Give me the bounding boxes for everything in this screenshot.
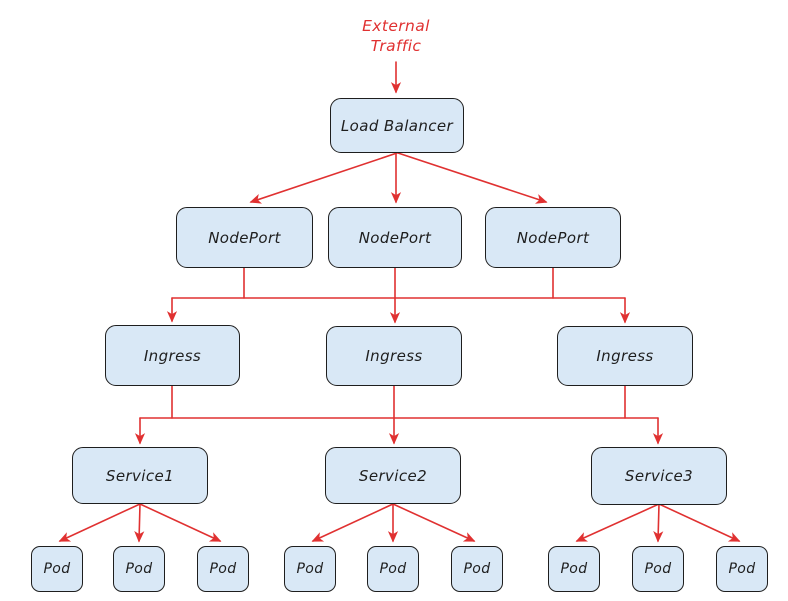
edges-nodeports-to-ingresses [166,267,631,324]
node-pod-4: Pod [284,546,336,592]
node-pod-7: Pod [548,546,600,592]
node-pod-7-label: Pod [560,561,588,577]
node-ingress-2: Ingress [326,326,462,386]
node-nodeport-2: NodePort [328,207,462,268]
edges-service2-to-pods [311,503,476,543]
external-traffic-line2: Traffic [370,37,422,55]
node-pod-9: Pod [716,546,768,592]
node-pod-3-label: Pod [209,561,237,577]
node-pod-8: Pod [632,546,684,592]
node-nodeport-3: NodePort [485,207,621,268]
external-traffic-label: External Traffic [330,16,462,56]
node-pod-5: Pod [367,546,419,592]
node-pod-6-label: Pod [463,561,491,577]
node-ingress-3: Ingress [557,326,693,386]
node-pod-9-label: Pod [728,561,756,577]
node-pod-6: Pod [451,546,503,592]
node-ingress-2-label: Ingress [365,347,423,365]
node-service-1-label: Service1 [105,466,175,485]
node-pod-8-label: Pod [644,561,672,577]
edges-ingresses-to-services [134,385,664,445]
node-service-2-label: Service2 [358,466,428,485]
node-ingress-3-label: Ingress [596,347,654,365]
edges-service1-to-pods [58,503,222,543]
node-nodeport-1-label: NodePort [208,228,281,247]
node-pod-4-label: Pod [296,561,324,577]
node-load-balancer-label: Load Balancer [340,116,454,135]
external-traffic-line1: External [362,17,430,35]
node-ingress-1-label: Ingress [143,346,202,365]
node-pod-2: Pod [113,546,165,592]
edges-loadbalancer-to-nodeports [249,152,548,204]
node-pod-1-label: Pod [43,561,71,577]
node-service-2: Service2 [325,447,461,504]
node-pod-5-label: Pod [379,561,407,577]
edges-service3-to-pods [575,503,741,543]
node-nodeport-2-label: NodePort [358,228,432,247]
node-service-1: Service1 [72,447,208,504]
node-ingress-1: Ingress [105,325,240,386]
node-nodeport-3-label: NodePort [516,228,590,247]
node-pod-1: Pod [31,546,83,592]
node-nodeport-1: NodePort [176,207,313,268]
node-load-balancer: Load Balancer [330,98,464,153]
node-pod-3: Pod [197,546,249,592]
node-service-3-label: Service3 [624,467,694,485]
node-service-3: Service3 [591,447,727,505]
node-pod-2-label: Pod [125,561,153,577]
